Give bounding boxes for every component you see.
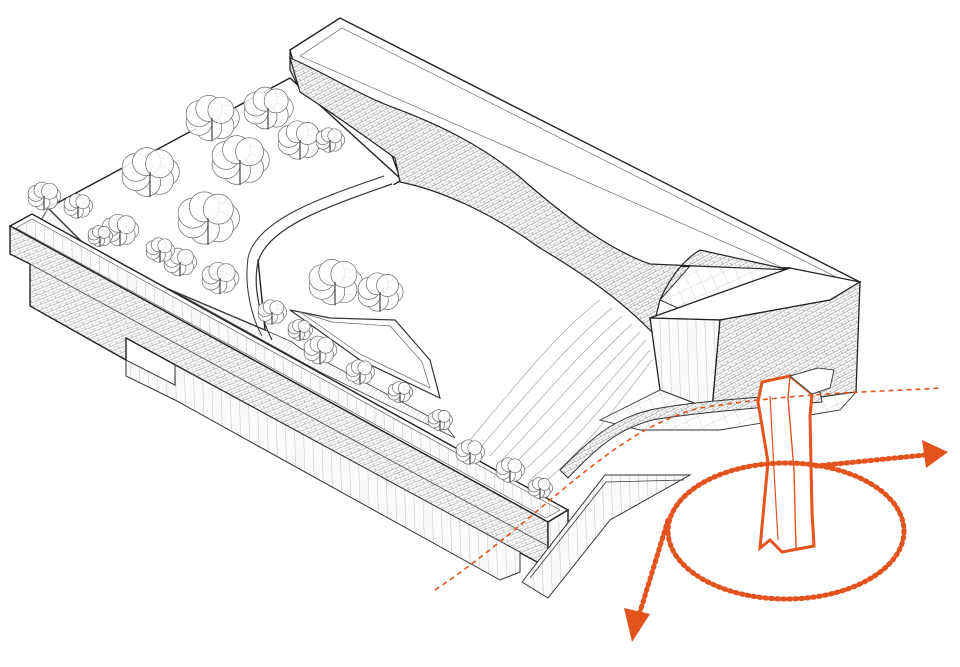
- tree-canopy: [211, 135, 270, 186]
- tree-canopy: [101, 213, 140, 247]
- tree-canopy: [201, 261, 240, 295]
- tree-canopy: [527, 477, 553, 499]
- tree-canopy: [277, 120, 324, 160]
- tree-canopy: [185, 95, 240, 142]
- tree-canopy: [427, 409, 453, 431]
- curved-walkway-inner: [246, 175, 385, 337]
- garden-trees: [27, 86, 553, 499]
- lower-ramp: [521, 474, 692, 599]
- tree-canopy: [345, 359, 376, 385]
- tree-canopy: [27, 181, 62, 211]
- bar-building-band: [29, 263, 549, 547]
- direction-arrow-southwest-line: [637, 517, 671, 615]
- tree-canopy: [257, 299, 288, 325]
- tree-canopy: [243, 86, 294, 130]
- tree-canopy: [308, 259, 363, 306]
- sculpture-tower-edge: [787, 375, 797, 549]
- central-lawn: [258, 184, 650, 440]
- bar-building-parapet: [15, 218, 561, 519]
- tree-canopy: [315, 127, 346, 153]
- tree-canopy: [357, 272, 404, 312]
- lower-ramp-edge: [529, 479, 685, 579]
- tree-canopy: [145, 237, 176, 263]
- tree-canopy: [387, 381, 413, 403]
- amphitheater-steps: [469, 299, 653, 487]
- tree-canopy: [455, 439, 486, 465]
- direction-arrow-east-icon: [922, 440, 948, 468]
- sculpture-tower-edge-2: [769, 395, 779, 541]
- gallery-curved-facade: [289, 56, 791, 334]
- tree-canopy: [495, 457, 526, 483]
- planter-island-inner: [299, 311, 431, 389]
- tree-canopy: [63, 193, 94, 219]
- tree-canopy: [87, 225, 113, 247]
- tree-canopy: [287, 319, 313, 341]
- tree-canopy: [177, 191, 240, 245]
- tree-canopy: [303, 335, 338, 365]
- circulation-ring: [665, 460, 907, 602]
- direction-arrow-southwest-icon: [624, 608, 650, 642]
- tree-canopy: [121, 147, 180, 198]
- site-axis-line: [434, 387, 941, 591]
- bar-building-base-glazing: [125, 359, 521, 581]
- sculpture-cap: [788, 367, 835, 395]
- direction-arrow-east-line: [813, 452, 928, 469]
